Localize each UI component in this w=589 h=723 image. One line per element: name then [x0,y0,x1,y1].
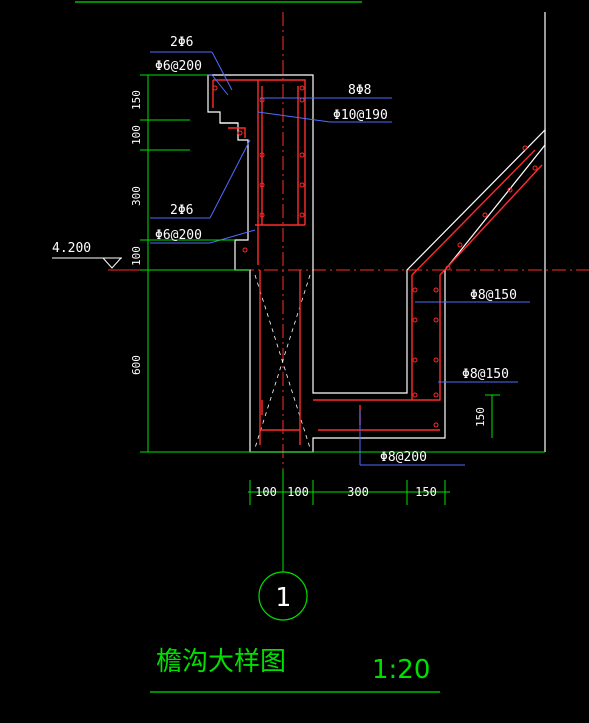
side-dim-150: 150 [474,407,487,427]
detail-bubble [258,571,308,621]
hdim-100-b: 100 [287,485,309,499]
vdim-150: 150 [130,90,143,110]
label-top-2phi6: 2Φ6 [170,35,193,50]
label-lower-phi6-200: Φ6@200 [155,228,202,243]
drawing-title: 檐沟大样图 [156,647,286,677]
hdim-100-a: 100 [255,485,277,499]
label-phi8-150-b: Φ8@150 [462,367,509,382]
label-phi8-150-a: Φ8@150 [470,288,517,303]
hdim-300: 300 [347,485,369,499]
drawing-scale: 1:20 [372,655,430,685]
label-phi10-190: Φ10@190 [333,108,388,123]
elevation-marker [52,257,140,271]
detail-number: 1 [275,583,291,613]
vdim-100-top: 100 [130,125,143,145]
side-dimension [485,394,500,438]
label-lower-2phi6: 2Φ6 [170,203,193,218]
leader-lines [150,51,530,466]
vdim-300: 300 [130,186,143,206]
elevation-label: 4.200 [52,241,91,256]
column-hatch [254,274,311,449]
rebar-cage [212,79,543,445]
vdim-600: 600 [130,355,143,375]
label-phi8-200: Φ8@200 [380,450,427,465]
label-8phi8: 8Φ8 [348,83,371,98]
label-top-phi6-200: Φ6@200 [155,59,202,74]
vertical-dimension [140,74,545,453]
vdim-100-bottom: 100 [130,246,143,266]
hdim-150: 150 [415,485,437,499]
